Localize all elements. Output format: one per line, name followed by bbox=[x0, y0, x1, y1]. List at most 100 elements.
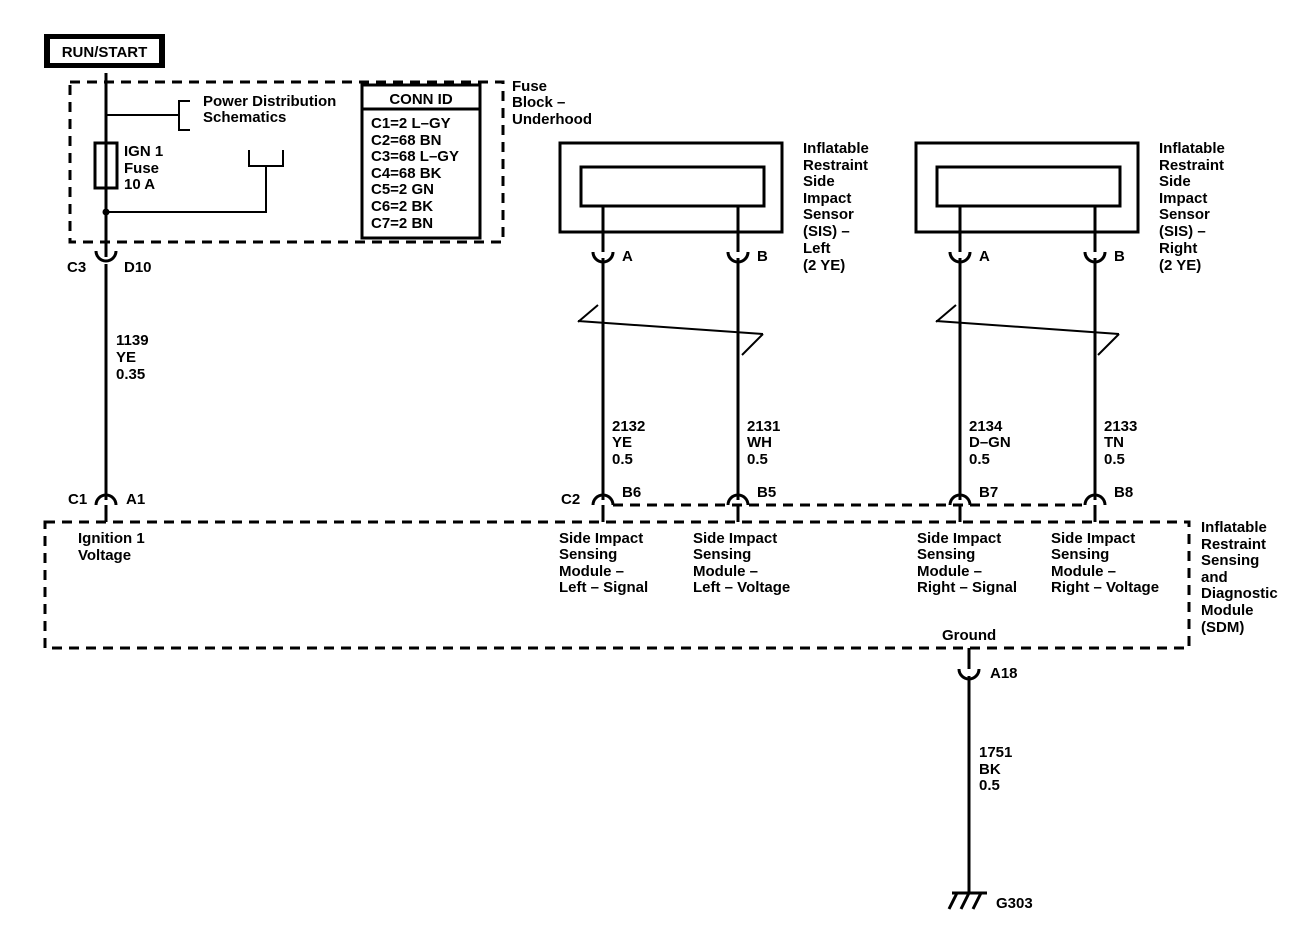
svg-text:Sensor: Sensor bbox=[803, 206, 854, 223]
svg-text:Power Distribution: Power Distribution bbox=[203, 93, 336, 110]
svg-text:Impact: Impact bbox=[1159, 190, 1207, 207]
connector-c1-label: C1 bbox=[68, 491, 87, 508]
svg-text:Restraint: Restraint bbox=[1159, 157, 1224, 174]
svg-text:Side: Side bbox=[1159, 173, 1191, 190]
svg-text:Left: Left bbox=[803, 240, 831, 257]
svg-text:Module –: Module – bbox=[917, 563, 982, 580]
ground-point-label: G303 bbox=[996, 895, 1033, 912]
svg-text:Sensing: Sensing bbox=[693, 546, 751, 563]
svg-text:Module –: Module – bbox=[1051, 563, 1116, 580]
svg-text:Right – Signal: Right – Signal bbox=[917, 579, 1017, 596]
svg-text:Restraint: Restraint bbox=[803, 157, 868, 174]
wire-2134-label: 2134 D–GN 0.5 bbox=[969, 418, 1011, 468]
fuse-block-outline bbox=[68, 80, 505, 244]
sdm-pin-b8: B8 bbox=[1083, 484, 1133, 522]
sensor-right-pin-a: A bbox=[948, 232, 990, 265]
side-impact-sensor-left bbox=[558, 141, 784, 234]
svg-text:Sensing: Sensing bbox=[1051, 546, 1109, 563]
svg-text:1139: 1139 bbox=[116, 332, 149, 349]
ignition-wire-label: 1139 YE 0.35 bbox=[116, 332, 149, 383]
svg-text:0.5: 0.5 bbox=[612, 451, 633, 468]
svg-text:Voltage: Voltage bbox=[78, 547, 131, 564]
svg-text:B5: B5 bbox=[757, 484, 776, 501]
svg-text:Side Impact: Side Impact bbox=[1051, 530, 1135, 547]
conn-id-title: CONN ID bbox=[389, 91, 453, 108]
svg-text:Sensing: Sensing bbox=[559, 546, 617, 563]
twisted-pair-right-symbol bbox=[935, 304, 1120, 356]
svg-text:A: A bbox=[622, 248, 633, 265]
svg-text:Diagnostic: Diagnostic bbox=[1201, 585, 1278, 602]
svg-text:Inflatable: Inflatable bbox=[1201, 519, 1267, 536]
svg-text:2132: 2132 bbox=[612, 418, 645, 435]
svg-text:Ignition 1: Ignition 1 bbox=[78, 530, 145, 547]
svg-text:0.35: 0.35 bbox=[116, 366, 145, 383]
conn-id-row: C4=68 BK bbox=[371, 165, 442, 182]
svg-text:(SIS) –: (SIS) – bbox=[803, 223, 850, 240]
svg-text:(2 YE): (2 YE) bbox=[803, 257, 845, 274]
svg-text:Side Impact: Side Impact bbox=[559, 530, 643, 547]
svg-text:Left – Signal: Left – Signal bbox=[559, 579, 648, 596]
svg-text:A: A bbox=[979, 248, 990, 265]
conn-id-row: C1=2 L–GY bbox=[371, 115, 451, 132]
sdm-pin-b8-desc: Side Impact Sensing Module – Right – Vol… bbox=[1051, 530, 1159, 596]
sdm-ground-label: Ground bbox=[942, 627, 996, 644]
svg-text:2134: 2134 bbox=[969, 418, 1003, 435]
conn-id-row: C7=2 BN bbox=[371, 215, 433, 232]
svg-text:Module –: Module – bbox=[693, 563, 758, 580]
svg-text:A18: A18 bbox=[990, 665, 1018, 682]
sdm-pin-b6: B6 bbox=[591, 484, 641, 522]
sdm-pin-b7: B7 bbox=[948, 484, 998, 522]
power-source-box: RUN/START bbox=[44, 34, 165, 68]
conn-id-row: C2=68 BN bbox=[371, 132, 441, 149]
connector-c1-symbol bbox=[94, 493, 118, 506]
connector-c3-label: C3 bbox=[67, 259, 86, 276]
svg-text:Block –: Block – bbox=[512, 94, 565, 111]
svg-text:TN: TN bbox=[1104, 434, 1124, 451]
svg-text:Inflatable: Inflatable bbox=[1159, 140, 1225, 157]
twisted-pair-left-symbol bbox=[577, 304, 764, 356]
conn-id-row: C5=2 GN bbox=[371, 181, 434, 198]
svg-text:YE: YE bbox=[612, 434, 632, 451]
svg-text:Fuse: Fuse bbox=[512, 78, 547, 95]
svg-text:Sensing: Sensing bbox=[917, 546, 975, 563]
svg-text:0.5: 0.5 bbox=[979, 777, 1000, 794]
svg-text:Sensing: Sensing bbox=[1201, 552, 1259, 569]
svg-text:B8: B8 bbox=[1114, 484, 1133, 501]
wire-2131-label: 2131 WH 0.5 bbox=[747, 418, 780, 468]
power-source-label: RUN/START bbox=[62, 44, 148, 61]
fuse-label: IGN 1 Fuse 10 A bbox=[124, 143, 163, 193]
svg-text:Side Impact: Side Impact bbox=[693, 530, 777, 547]
svg-text:2131: 2131 bbox=[747, 418, 780, 435]
pin-a1-label: A1 bbox=[126, 491, 145, 508]
connector-tap-symbol bbox=[248, 150, 284, 167]
svg-text:(SIS) –: (SIS) – bbox=[1159, 223, 1206, 240]
power-distribution-reference: Power Distribution Schematics bbox=[106, 93, 336, 131]
svg-text:Module: Module bbox=[1201, 602, 1254, 619]
sensor-left-name: Inflatable Restraint Side Impact Sensor … bbox=[803, 140, 869, 274]
svg-text:BK: BK bbox=[979, 761, 1001, 778]
svg-text:D–GN: D–GN bbox=[969, 434, 1011, 451]
svg-text:B6: B6 bbox=[622, 484, 641, 501]
svg-text:0.5: 0.5 bbox=[969, 451, 990, 468]
svg-text:Impact: Impact bbox=[803, 190, 851, 207]
svg-text:Inflatable: Inflatable bbox=[803, 140, 869, 157]
sensor-left-pin-b: B bbox=[726, 232, 768, 265]
svg-text:WH: WH bbox=[747, 434, 772, 451]
svg-text:1751: 1751 bbox=[979, 744, 1012, 761]
svg-text:10 A: 10 A bbox=[124, 176, 155, 193]
connector-c2-label: C2 bbox=[561, 491, 580, 508]
sdm-pin-b5-desc: Side Impact Sensing Module – Left – Volt… bbox=[693, 530, 790, 596]
fuse-block-name: Fuse Block – Underhood bbox=[512, 78, 592, 128]
svg-text:Module –: Module – bbox=[559, 563, 624, 580]
ground-wire-label: 1751 BK 0.5 bbox=[979, 744, 1012, 794]
svg-text:Sensor: Sensor bbox=[1159, 206, 1210, 223]
svg-text:2133: 2133 bbox=[1104, 418, 1137, 435]
conn-id-table: CONN ID C1=2 L–GY C2=68 BN C3=68 L–GY C4… bbox=[360, 83, 482, 240]
sdm-name: Inflatable Restraint Sensing and Diagnos… bbox=[1201, 519, 1278, 636]
ignition-voltage-desc: Ignition 1 Voltage bbox=[78, 530, 145, 564]
svg-text:0.5: 0.5 bbox=[747, 451, 768, 468]
sdm-pin-b7-desc: Side Impact Sensing Module – Right – Sig… bbox=[917, 530, 1017, 596]
svg-text:(SDM): (SDM) bbox=[1201, 619, 1244, 636]
svg-text:Schematics: Schematics bbox=[203, 109, 286, 126]
svg-text:Side Impact: Side Impact bbox=[917, 530, 1001, 547]
